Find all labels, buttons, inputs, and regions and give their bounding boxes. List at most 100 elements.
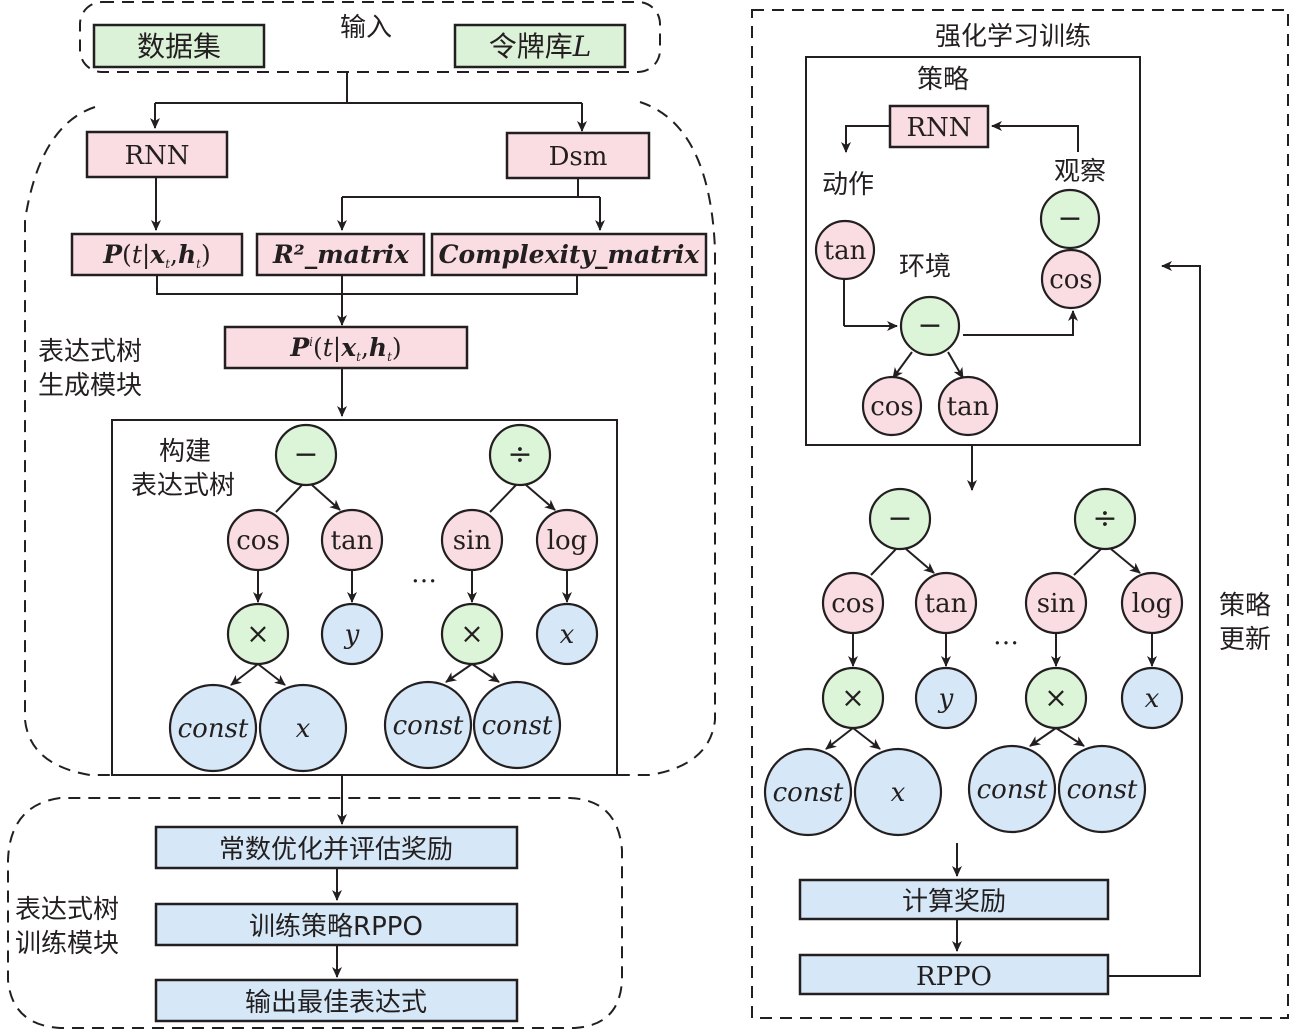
- token-library-label: 令牌库L: [489, 30, 592, 63]
- tree-root-label: ÷: [1092, 501, 1117, 536]
- generation-module-label-line2: 生成模块: [38, 371, 142, 401]
- build-tree-label-line1: 构建: [159, 437, 211, 467]
- tree-root-node: [1073, 487, 1137, 551]
- tree-leaf-b-label: x: [296, 714, 311, 744]
- build-tree-label-line2: 表达式树: [131, 471, 235, 501]
- tree-root-node: [274, 423, 338, 487]
- tree-right-func-node: [535, 508, 599, 572]
- edge-mul-left: [1029, 727, 1057, 747]
- input-group-frame: [79, 1, 661, 73]
- observe-label: 观察: [1054, 157, 1106, 187]
- tree-root-node: [868, 487, 932, 551]
- tree-left-func-node: [1024, 571, 1088, 635]
- dsm-box: [505, 131, 651, 180]
- token-library-box: [453, 23, 627, 69]
- env-tan-node: [937, 375, 999, 437]
- edge-env-left: [892, 351, 913, 379]
- tree-left-func-label: sin: [453, 526, 492, 556]
- tree-leaf-a-label: const: [773, 778, 844, 808]
- training-module-label-line1: 表达式树: [15, 895, 119, 925]
- tree-left-func-node: [440, 508, 504, 572]
- tree-leaf-a-node: [763, 747, 853, 837]
- training-module-frame: [7, 797, 623, 1029]
- tree-leaf-b-node: [1057, 744, 1147, 834]
- prob-i-box: [223, 325, 469, 370]
- tree-right-leaf-node: [914, 666, 978, 730]
- tree-leaf-b-node: [853, 747, 943, 837]
- tree-leaf-a-node: [383, 680, 473, 770]
- policy-rnn-label: RNN: [906, 113, 971, 143]
- policy-update-label-line2: 更新: [1219, 625, 1271, 655]
- train-step-rppo-box: [154, 902, 519, 947]
- tree-root-node: [488, 423, 552, 487]
- edge-root-right: [525, 484, 556, 511]
- tree-multiply-label: ×: [460, 617, 483, 650]
- policy-update-feedback-arrow: [1108, 261, 1201, 977]
- rl-training-title: 强化学习训练: [935, 22, 1091, 52]
- dsm-split-connector: [342, 178, 600, 198]
- tree-leaf-a-label: const: [977, 775, 1048, 805]
- env-tan-label: tan: [947, 392, 990, 422]
- complexity-matrix-label: Complexity_matrix: [439, 240, 701, 269]
- train-step-optimize-box: [154, 825, 519, 870]
- tree-right-leaf-node: [1120, 666, 1184, 730]
- arrow-observe-to-policy: [991, 121, 1079, 152]
- arrow-policy-to-action: [841, 125, 890, 153]
- tree-root-label: ÷: [507, 437, 532, 472]
- tree-left-func-node: [821, 571, 885, 635]
- tree-leaf-b-node: [472, 680, 562, 770]
- input-connector: [155, 72, 582, 104]
- tree-multiply-node: [440, 602, 504, 666]
- rppo-label: RPPO: [916, 962, 992, 992]
- edge-mul-right: [1055, 727, 1085, 747]
- edge-mul-left: [445, 663, 473, 683]
- build-tree-frame: [111, 419, 618, 776]
- edge-root-right: [1110, 548, 1141, 574]
- generation-module-label-line1: 表达式树: [38, 337, 142, 367]
- prob-label: P(t|xt,ht): [102, 240, 211, 271]
- tree-ellipsis-right: …: [993, 621, 1019, 651]
- tree-left-func-label: cos: [236, 526, 280, 556]
- env-cos-node: [861, 375, 923, 437]
- r2-matrix-box: [255, 232, 426, 277]
- tree-multiply-node: [1024, 666, 1088, 730]
- rnn-box: [85, 130, 229, 179]
- tree-right-func-node: [1120, 571, 1184, 635]
- tree-multiply-label: ×: [841, 681, 864, 714]
- training-module-label-line2: 训练模块: [15, 929, 119, 959]
- tree-multiply-node: [821, 666, 885, 730]
- tree-right-func-label: tan: [331, 526, 374, 556]
- edge-root-left: [275, 484, 303, 513]
- dataset-box: [92, 23, 266, 69]
- tree-right-func-label: log: [547, 526, 588, 556]
- edge-mul-right: [257, 663, 286, 686]
- generation-module-frame: [24, 101, 716, 776]
- tree-right-func-label: tan: [925, 589, 968, 619]
- tree-leaf-a-label: const: [178, 714, 249, 744]
- obs-minus-node: [1039, 188, 1101, 250]
- r2-matrix-label: R²_matrix: [272, 240, 410, 269]
- train-step-rppo-label: 训练策略RPPO: [249, 912, 423, 942]
- edge-mul-right: [852, 727, 881, 750]
- rnn-label: RNN: [124, 141, 189, 171]
- rppo-box: [798, 953, 1110, 996]
- train-step-output-label: 输出最佳表达式: [245, 988, 427, 1018]
- tree-leaf-a-label: const: [393, 711, 464, 741]
- obs-cos-node: [1040, 248, 1102, 310]
- obs-minus-label: −: [1057, 201, 1082, 236]
- policy-update-label-line1: 策略: [1219, 591, 1271, 621]
- dataset-label: 数据集: [137, 30, 221, 63]
- tree-right-leaf-label: x: [560, 620, 575, 650]
- tree-multiply-label: ×: [1044, 681, 1067, 714]
- tree-leaf-b-node: [258, 683, 348, 773]
- edge-root-left: [1073, 548, 1102, 576]
- tree-leaf-a-node: [168, 683, 258, 773]
- tree-right-func-label: log: [1132, 589, 1173, 619]
- env-minus-node: [899, 295, 961, 357]
- input-title: 输入: [340, 13, 392, 43]
- tree-root-label: −: [293, 437, 318, 472]
